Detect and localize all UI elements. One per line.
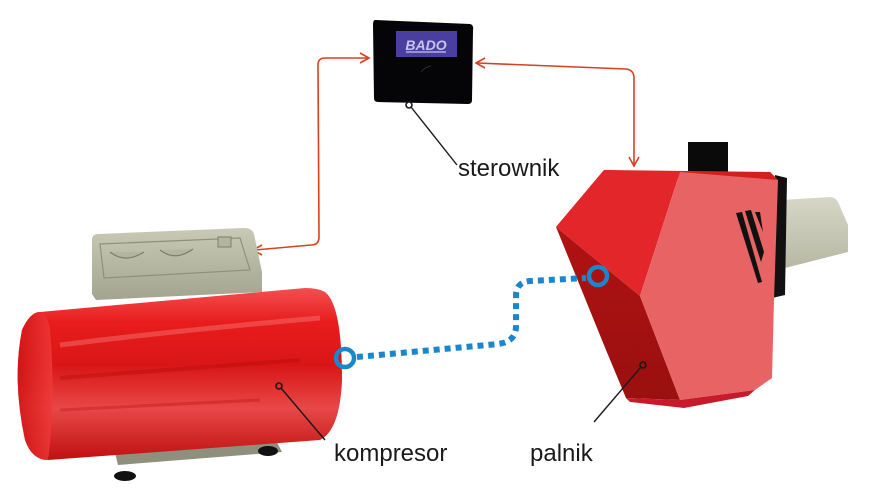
- connection-port-icon: [586, 264, 610, 288]
- controller-knob: [420, 65, 432, 73]
- compressor-tank: [17, 288, 343, 460]
- compressor-motor-housing: [92, 228, 262, 300]
- leader-line-sterownik: [405, 101, 458, 166]
- compressor-foot: [258, 446, 278, 456]
- leader-line-kompresor: [275, 382, 326, 441]
- arrowhead-icon: [628, 156, 640, 168]
- connection-port-icon: [333, 346, 357, 370]
- signal-line-controller-compressor: [251, 52, 371, 256]
- controller-screen: [396, 31, 457, 57]
- air-line-compressor-burner: [333, 264, 610, 370]
- vent-stripe: [755, 212, 763, 232]
- bado-logo: BADO: [405, 37, 446, 53]
- signal-line-controller-burner: [474, 57, 640, 168]
- burner-side-face: [556, 227, 680, 400]
- arrowhead-icon: [474, 57, 486, 69]
- label-palnik: palnik: [530, 440, 593, 467]
- vent-stripe: [745, 210, 764, 262]
- label-kompresor: kompresor: [334, 440, 448, 467]
- label-sterownik: sterownik: [458, 155, 560, 182]
- compressor-unit: [17, 228, 343, 481]
- compressor-foot: [114, 471, 136, 481]
- controller-device: BADO: [373, 20, 474, 104]
- arrowhead-icon: [359, 52, 371, 64]
- leader-line-palnik: [593, 361, 647, 423]
- burner-nozzle: [782, 197, 848, 268]
- burner-unit: [556, 142, 848, 408]
- burner-top-box: [688, 142, 728, 172]
- vent-stripe: [736, 212, 762, 283]
- burner-top-face: [556, 170, 680, 296]
